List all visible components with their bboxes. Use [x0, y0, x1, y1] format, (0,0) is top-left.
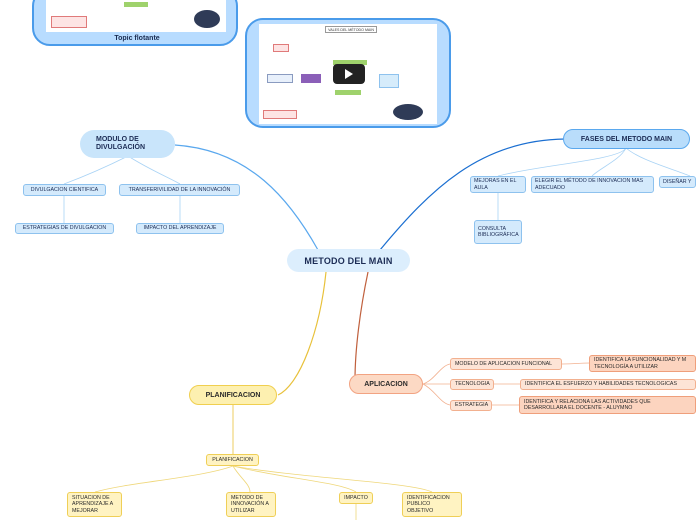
link-central-aplicacion: [354, 271, 369, 381]
fases-child-3[interactable]: CONSULTA BIBLIOGRÁFICA: [474, 220, 522, 244]
modulo-child-3[interactable]: IMPACTO DEL APRENDIZAJE: [136, 223, 224, 234]
fases-node[interactable]: FASES DEL METODO MAIN: [563, 129, 690, 149]
aplicacion-child-0[interactable]: MODELO DE APLICACION FUNCIONAL: [450, 358, 562, 370]
video-thumb-title: VALES DEL MÉTODO MAIN: [325, 26, 377, 33]
modulo-child-2[interactable]: ESTRATEGIAS DE DIVULGACION: [15, 223, 114, 234]
aplicacion-child-2[interactable]: ESTRATEGIA: [450, 400, 492, 411]
person-icon: [393, 104, 423, 120]
video-thumbnail: VALES DEL MÉTODO MAIN: [259, 24, 437, 124]
aplicacion-detail-1[interactable]: IDENTIFICA EL ESFUERZO Y HABILIDADES TEC…: [520, 379, 696, 390]
play-icon[interactable]: [333, 64, 365, 84]
fases-title: FASES DEL METODO MAIN: [580, 135, 673, 143]
floating-topic-label: Topic flotante: [114, 35, 160, 42]
planificacion-child-3[interactable]: IDENTIFICACION PUBLICO OBJETIVO: [402, 492, 462, 517]
planificacion-title: PLANIFICACION: [205, 391, 261, 399]
fases-child-2[interactable]: DISEÑAR Y: [659, 176, 696, 188]
link-central-planificacion: [277, 271, 327, 396]
modulo-divulgacion-node[interactable]: MODULO DE DIVULGACIÓN: [80, 130, 175, 158]
central-topic-label: METODO DEL MAIN: [304, 255, 393, 266]
aplicacion-detail-2[interactable]: IDENTIFICA Y RELACIONA LAS ACTIVIDADES Q…: [519, 396, 696, 414]
central-topic[interactable]: METODO DEL MAIN: [287, 249, 410, 272]
aplicacion-child-1[interactable]: TECNOLOGIA: [450, 379, 494, 390]
aplicacion-node[interactable]: APLICACION: [349, 374, 423, 394]
aplicacion-title: APLICACION: [364, 380, 408, 388]
floating-topic-image: [46, 0, 226, 32]
link-central-fases: [379, 138, 566, 251]
planificacion-child-2[interactable]: IMPACTO: [339, 492, 373, 504]
planificacion-sub[interactable]: PLANIFICACION: [206, 454, 259, 466]
fases-child-0[interactable]: MEJORAS EN EL AULA: [470, 176, 526, 193]
modulo-child-1[interactable]: TRANSFERIVILIDAD DE LA INNOVACIÓN: [119, 184, 240, 196]
video-topic[interactable]: VALES DEL MÉTODO MAIN: [245, 18, 451, 128]
link-central-modulo: [174, 144, 319, 251]
modulo-child-0[interactable]: DIVULGACION CIENTIFICA: [23, 184, 106, 196]
modulo-title: MODULO DE DIVULGACIÓN: [96, 136, 145, 151]
planificacion-child-1[interactable]: METODO DE INNOVACIÓN A UTILIZAR: [226, 492, 276, 517]
person-icon: [194, 10, 220, 28]
floating-topic[interactable]: Topic flotante: [32, 0, 238, 46]
aplicacion-detail-0[interactable]: IDENTIFICA LA FUNCIONALIDAD Y M TECNOLOG…: [589, 355, 696, 372]
planificacion-node[interactable]: PLANIFICACION: [189, 385, 277, 405]
fases-child-1[interactable]: ELEGIR EL MÉTODO DE INNOVACION MAS ADECU…: [531, 176, 654, 193]
planificacion-child-0[interactable]: SITUACION DE APRENDIZAJE A MEJORAR: [67, 492, 122, 517]
